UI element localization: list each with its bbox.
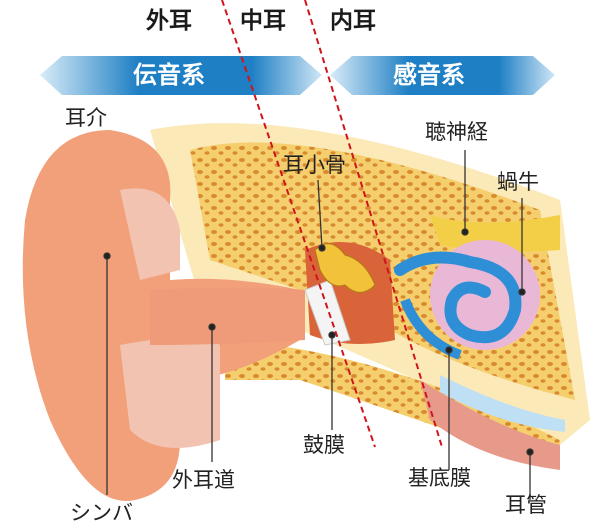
eardrum-shape: [304, 279, 351, 346]
label-cochlea: 蝸牛: [497, 170, 539, 194]
ossicles-shape: [314, 243, 376, 293]
label-eardrum: 鼓膜: [303, 433, 345, 457]
label-pinna: 耳介: [65, 106, 107, 130]
conductive-label: 伝音系: [133, 61, 205, 89]
label-ear-canal: 外耳道: [172, 468, 235, 492]
label-auditory-nerve: 聴神経: [425, 120, 488, 144]
label-ossicles: 耳小骨: [283, 153, 346, 177]
label-eustachian-tube: 耳管: [505, 493, 547, 517]
outer-middle-divider: [221, 0, 376, 448]
label-basilar-membrane: 基底膜: [408, 466, 471, 490]
sensorineural-label: 感音系: [393, 61, 465, 89]
section-outer-ear: 外耳: [146, 8, 192, 34]
sensorineural-banner: [330, 56, 555, 95]
label-cymba: シンバ: [70, 501, 133, 525]
middle-inner-divider: [304, 0, 443, 448]
section-inner-ear: 内耳: [330, 8, 376, 34]
ear-canal-shape: [150, 287, 305, 345]
section-middle-ear: 中耳: [240, 8, 286, 34]
